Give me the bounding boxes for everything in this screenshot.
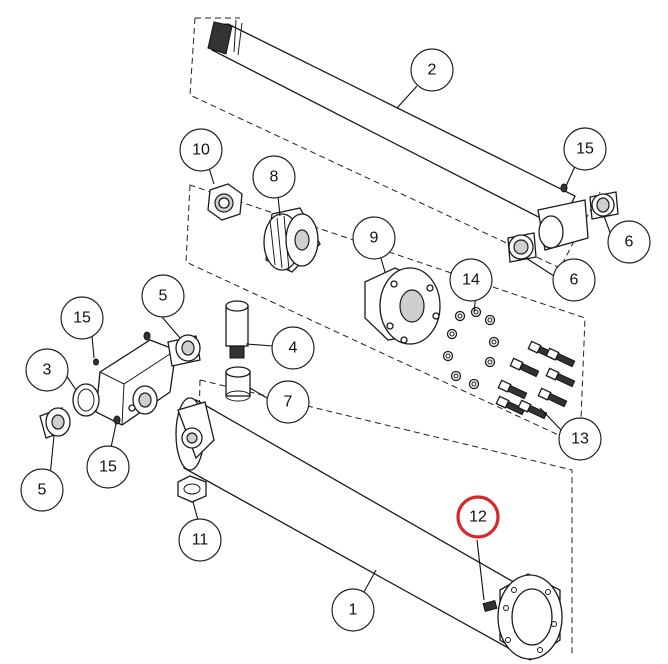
rod-thread	[207, 21, 233, 55]
bushing-7	[225, 366, 251, 402]
svg-text:9: 9	[370, 230, 379, 247]
callout-5-upper: 5	[141, 274, 185, 318]
seal-ring-3	[72, 383, 100, 417]
pin	[225, 300, 249, 359]
svg-text:15: 15	[73, 310, 91, 327]
piston	[263, 207, 321, 273]
svg-text:13: 13	[571, 431, 589, 448]
svg-text:3: 3	[43, 362, 52, 379]
callout-9: 9	[352, 216, 396, 260]
callout-3: 3	[25, 348, 69, 392]
callout-5-lower: 5	[20, 468, 64, 512]
grease-fitting-mount-top	[143, 331, 151, 341]
rod-group-outline	[189, 17, 601, 269]
callout-7: 7	[266, 380, 310, 424]
mount-block	[93, 331, 177, 426]
svg-text:12: 12	[469, 509, 487, 526]
bushing-6-left	[507, 232, 537, 263]
callout-1: 1	[331, 588, 375, 632]
nut-11	[177, 475, 207, 503]
svg-text:15: 15	[576, 141, 594, 158]
callout-12-highlighted: 12	[456, 495, 500, 539]
lock-nut	[207, 183, 243, 221]
callout-13: 13	[558, 417, 602, 461]
bushing-5-upper	[167, 334, 201, 367]
cap-screws	[495, 340, 576, 420]
port-fitting	[482, 599, 498, 613]
svg-text:1: 1	[349, 602, 358, 619]
svg-text:6: 6	[570, 272, 579, 289]
bushing-5-lower	[39, 407, 71, 439]
svg-text:10: 10	[192, 142, 210, 159]
callout-6-left: 6	[552, 258, 596, 302]
svg-text:15: 15	[99, 459, 117, 476]
grease-fitting-rod	[560, 183, 568, 193]
svg-text:6: 6	[625, 234, 634, 251]
svg-text:5: 5	[38, 482, 47, 499]
callout-2: 2	[410, 48, 454, 92]
barrel	[175, 397, 563, 661]
piston-rod	[207, 19, 576, 229]
callout-15-bottom: 15	[86, 445, 130, 489]
callout-15-rod: 15	[563, 127, 607, 171]
bushing-6-right	[589, 191, 619, 220]
callout-4: 4	[271, 326, 315, 370]
svg-text:2: 2	[428, 62, 437, 79]
svg-text:14: 14	[462, 272, 480, 289]
svg-text:7: 7	[284, 394, 293, 411]
svg-text:8: 8	[270, 169, 279, 186]
callout-11: 11	[178, 518, 222, 562]
svg-text:11: 11	[192, 532, 209, 549]
gland	[364, 267, 441, 345]
callout-bubbles: 2 10 8 15 9 6 6 14 5 15 4 3 7 13 15 5 11…	[20, 48, 651, 632]
callout-8: 8	[252, 155, 296, 199]
callout-10: 10	[179, 128, 223, 172]
rod-end-eye	[537, 183, 589, 251]
callout-14: 14	[449, 258, 493, 302]
callout-15-mount: 15	[60, 296, 104, 340]
washers	[442, 306, 500, 390]
svg-text:4: 4	[289, 340, 298, 357]
callout-6-right: 6	[607, 220, 651, 264]
grease-fitting-mount-side	[113, 415, 121, 425]
svg-text:5: 5	[159, 288, 168, 305]
